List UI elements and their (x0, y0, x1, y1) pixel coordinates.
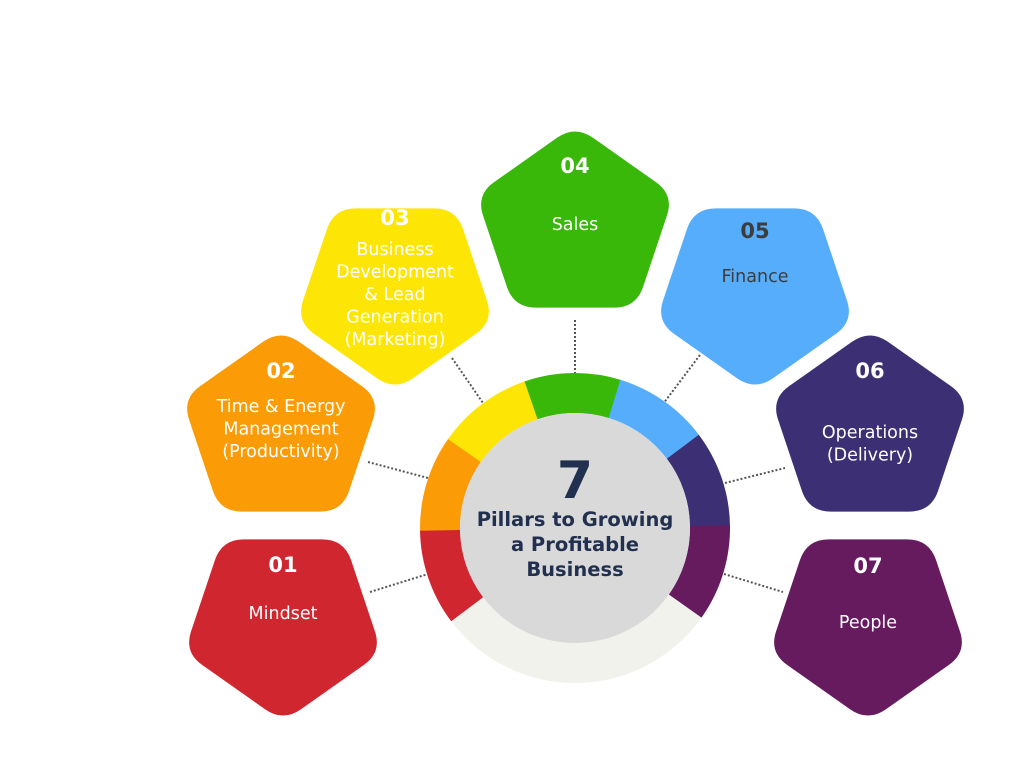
pentagon-shape (187, 335, 375, 512)
connector-line-02 (367, 461, 429, 479)
pillar-label-line: People (839, 613, 897, 633)
ring-segment-05 (608, 379, 700, 460)
ring-segment-04 (524, 373, 622, 420)
center-title-line-3: Business (526, 558, 623, 581)
ring-remainder-segment (451, 593, 702, 683)
pillar-label-line: & Lead (364, 285, 425, 305)
center-number: 7 (557, 451, 593, 511)
center-title-line-1: Pillars to Growing (477, 508, 674, 531)
pillar-number: 06 (855, 359, 884, 383)
pentagon-shape (301, 208, 489, 385)
pillar-label-line: Management (223, 420, 338, 440)
ring-segment-02 (420, 438, 482, 531)
pillar-label-line: Finance (722, 267, 789, 287)
ring-segment-07 (668, 525, 730, 618)
pillar-label-line: (Delivery) (827, 446, 913, 466)
pillar-label-line: Time & Energy (216, 397, 346, 417)
pillar-ring (420, 373, 730, 683)
connector-lines (367, 320, 786, 593)
pentagon-shape (661, 208, 849, 385)
pentagon-shape (481, 131, 669, 308)
pillar-number: 01 (268, 553, 297, 577)
pillar-label-line: Development (336, 263, 454, 283)
connector-line-01 (369, 573, 429, 593)
pillar-label-line: Operations (822, 423, 918, 443)
pillar-label-line: Mindset (249, 604, 318, 624)
pillar-number: 02 (266, 359, 295, 383)
ring-segment-06 (666, 434, 730, 527)
pillar-number: 03 (380, 206, 409, 230)
connector-line-03 (451, 357, 484, 404)
pillar-label-line: (Marketing) (345, 330, 446, 350)
pentagon-shape (189, 539, 377, 716)
center-hub: 7 Pillars to Growing a Profitable Busine… (460, 413, 690, 643)
center-title-line-2: a Profitable (511, 533, 639, 556)
pentagon-shape (776, 335, 964, 512)
pillar-number: 07 (853, 554, 882, 578)
pillar-label-line: Sales (552, 215, 599, 235)
pillar-label-line: Business (356, 240, 433, 260)
connector-line-07 (723, 573, 784, 593)
pentagon-shape (774, 539, 962, 716)
ring-segment-01 (420, 529, 484, 622)
pillar-label-line: Generation (346, 308, 444, 328)
ring-segment-03 (448, 381, 539, 463)
pillar-label-line: (Productivity) (222, 442, 339, 462)
center-circle (460, 413, 690, 643)
connector-line-05 (662, 354, 701, 405)
pillar-number: 04 (560, 154, 589, 178)
pillar-number: 05 (740, 219, 769, 243)
connector-line-06 (724, 467, 786, 484)
